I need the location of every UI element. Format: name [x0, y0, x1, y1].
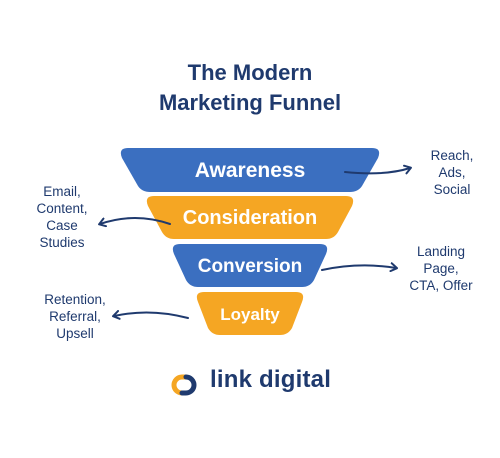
note-loyalty: Retention, Referral, Upsell: [44, 292, 106, 341]
logo-text: link digital: [210, 366, 332, 393]
stage-awareness: Awareness: [120, 148, 380, 192]
title-line-1: The Modern: [187, 60, 313, 85]
stage-consideration: Consideration: [146, 196, 354, 239]
diagram-title: The Modern Marketing Funnel: [0, 58, 500, 118]
title-line-2: Marketing Funnel: [158, 90, 342, 115]
arrow-awareness: [344, 164, 412, 175]
stage-consideration-shape: [146, 196, 354, 239]
stage-conversion-label: Conversion: [198, 256, 303, 277]
note-awareness: Reach, Ads, Social: [430, 148, 474, 197]
note-consideration: Email, Content, Case Studies: [36, 184, 88, 250]
arrow-loyalty: [112, 310, 189, 320]
stage-awareness-label: Awareness: [195, 159, 306, 182]
stage-conversion-shape: [172, 244, 328, 287]
stage-loyalty-shape: [196, 292, 304, 335]
arrow-conversion: [321, 262, 398, 273]
stage-awareness-shape: [120, 148, 380, 192]
stage-loyalty-label: Loyalty: [220, 305, 280, 324]
stage-consideration-label: Consideration: [183, 207, 317, 229]
link-chain-icon: [171, 374, 197, 396]
stage-loyalty: Loyalty: [196, 292, 304, 335]
note-conversion: Landing Page, CTA, Offer: [409, 244, 473, 293]
stage-conversion: Conversion: [172, 244, 328, 287]
arrow-consideration: [98, 217, 171, 228]
